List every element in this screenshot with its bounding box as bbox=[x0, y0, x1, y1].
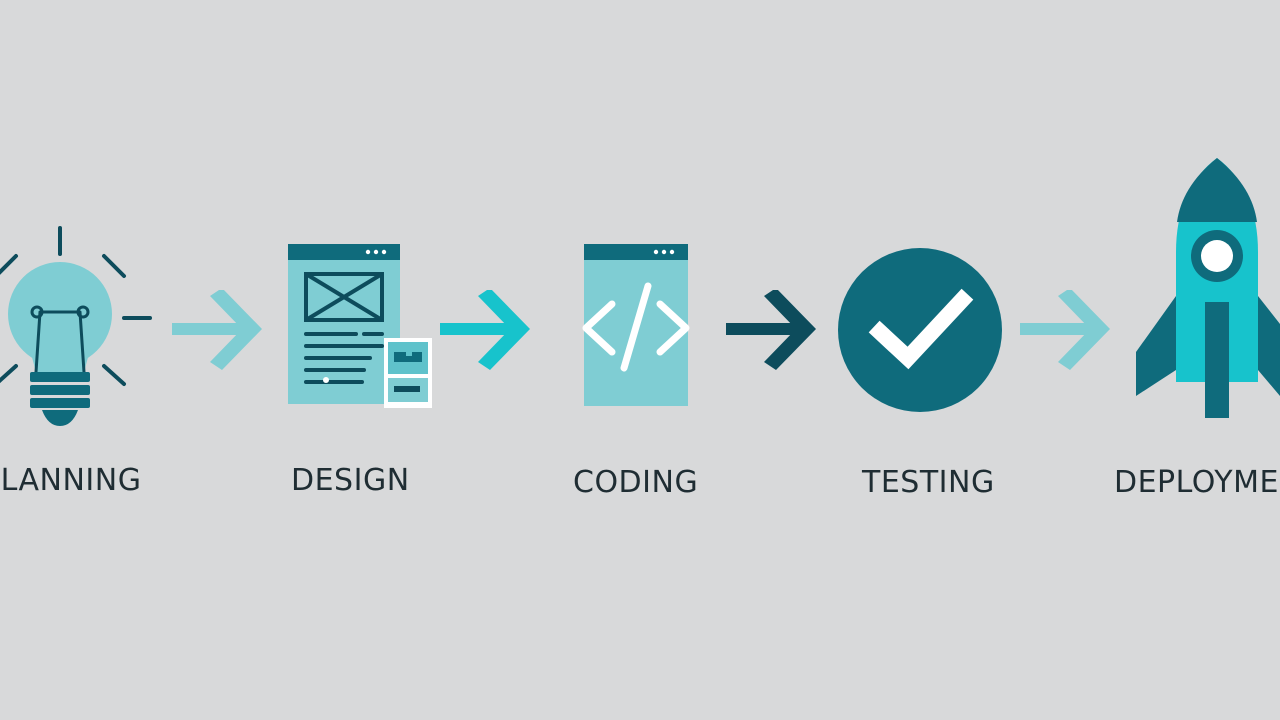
arrow-right-icon bbox=[172, 290, 262, 370]
arrow-right-icon bbox=[1020, 290, 1110, 370]
code-window-icon bbox=[582, 244, 690, 406]
step-label-coding: CODING bbox=[573, 465, 699, 500]
step-label-testing: TESTING bbox=[862, 465, 995, 500]
step-label-deployment: DEPLOYMENT bbox=[1114, 465, 1280, 500]
step-label-planning: PLANNING bbox=[0, 463, 142, 498]
wireframe-document-icon bbox=[288, 244, 432, 408]
rocket-icon bbox=[1136, 158, 1280, 418]
step-label-design: DESIGN bbox=[291, 463, 410, 498]
arrow-right-icon bbox=[440, 290, 530, 370]
lightbulb-icon bbox=[0, 226, 152, 426]
checkmark-circle-icon bbox=[838, 248, 1002, 412]
arrow-right-icon bbox=[726, 290, 816, 370]
